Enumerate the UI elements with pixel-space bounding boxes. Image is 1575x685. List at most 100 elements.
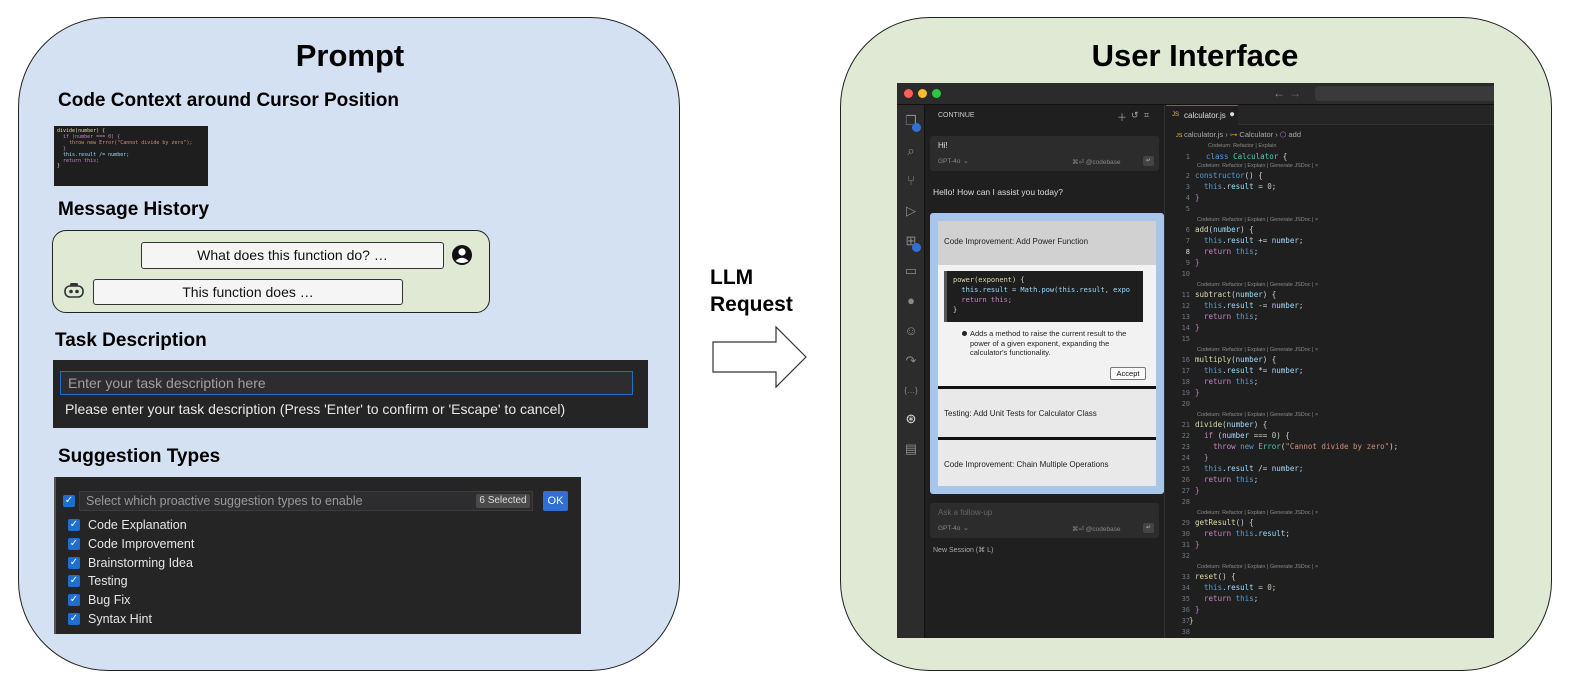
breadcrumb-item[interactable]: Calculator — [1239, 130, 1274, 139]
ok-button[interactable]: OK — [543, 491, 568, 511]
line-number: 22 — [1181, 432, 1190, 440]
editor-tab[interactable]: JS calculator.js ● — [1166, 105, 1238, 125]
divider — [938, 386, 1156, 389]
code-line: this.result *= number; — [1204, 366, 1304, 375]
chat-header: CONTINUE — [938, 112, 975, 119]
continue-icon[interactable]: ⊛ — [905, 411, 917, 426]
share-icon[interactable]: ↷ — [905, 353, 917, 368]
new-session-link[interactable]: New Session (⌘ L) — [933, 547, 994, 554]
code-line: } — [1195, 258, 1200, 267]
tab-label: calculator.js — [1184, 111, 1226, 120]
breadcrumb-item[interactable]: add — [1288, 130, 1301, 139]
source-control-icon[interactable]: ⑂ — [907, 173, 915, 188]
extensions-icon[interactable]: ⊞ — [905, 233, 917, 248]
remote-explorer-icon[interactable]: ▭ — [904, 263, 918, 278]
line-number: 38 — [1181, 628, 1190, 636]
line-number: 13 — [1181, 313, 1190, 321]
suggestion-types-box: ✓ Select which proactive suggestion type… — [54, 477, 581, 634]
line-number: 14 — [1181, 324, 1190, 332]
llm-request-label: LLM Request — [710, 266, 793, 316]
notification-badge — [912, 243, 921, 252]
prompt-title: Prompt — [295, 38, 405, 73]
task-description-input[interactable]: Enter your task description here — [60, 371, 633, 395]
code-line: this.result /= number; — [1204, 464, 1304, 473]
line-number: 15 — [1181, 335, 1190, 343]
accept-button[interactable]: Accept — [1110, 367, 1146, 380]
run-debug-icon[interactable]: ▷ — [906, 203, 916, 218]
suggestion-title: Code Improvement: Add Power Function — [944, 237, 1089, 246]
code-line: this.result = Math.pow(this.result, expo — [953, 286, 1131, 294]
codebase-hint: ⌘⏎ @codebase — [1072, 159, 1121, 166]
js-file-icon: JS — [1176, 133, 1184, 139]
option-checkbox[interactable]: ✓ — [68, 557, 80, 569]
line-number: 4 — [1185, 194, 1190, 202]
line-number: 11 — [1181, 291, 1190, 299]
codelens[interactable]: Codeium: Refactor | Explain | Generate J… — [1197, 510, 1319, 516]
code-line: throw new Error("Cannot divide by zero")… — [57, 139, 193, 146]
option-checkbox[interactable]: ✓ — [68, 575, 80, 587]
code-line: return this; — [1204, 594, 1259, 603]
forward-arrow-icon[interactable]: → — [1289, 86, 1301, 100]
codelens[interactable]: Codeium: Refactor | Explain | Generate J… — [1197, 217, 1319, 223]
proactive-suggestions-panel: Code Improvement: Add Power Function pow… — [930, 213, 1164, 494]
line-number: 2 — [1185, 172, 1190, 180]
history-icon[interactable]: ↺ — [1131, 110, 1139, 120]
line-number: 24 — [1181, 454, 1190, 462]
option-checkbox[interactable]: ✓ — [68, 538, 80, 550]
suggestion-card-header[interactable]: Testing: Add Unit Tests for Calculator C… — [938, 389, 1156, 437]
chevron-down-icon[interactable]: ⌄ — [963, 158, 969, 165]
close-window-button[interactable] — [904, 89, 913, 98]
line-number: 9 — [1185, 259, 1190, 267]
code-line: this.result /= number; — [57, 151, 130, 158]
user-avatar-icon — [452, 245, 472, 265]
suggestion-description: Adds a method to raise the current resul… — [970, 329, 1127, 357]
chevron-down-icon[interactable]: ⌄ — [963, 525, 969, 532]
code-context-heading: Code Context around Cursor Position — [58, 90, 399, 111]
code-line: return this.result; — [1204, 529, 1290, 538]
copilot-icon[interactable]: ☺ — [904, 323, 918, 338]
model-selector[interactable]: GPT-4o — [938, 525, 961, 532]
github-icon[interactable]: ● — [907, 293, 915, 308]
codelens[interactable]: Codeium: Refactor | Explain | Generate J… — [1197, 347, 1319, 353]
chat-icon[interactable]: ▤ — [904, 441, 918, 456]
codelens[interactable]: Codeium: Refactor | Explain | Generate J… — [1197, 412, 1319, 418]
code-line: } — [953, 306, 958, 314]
enter-icon[interactable]: ↵ — [1143, 523, 1154, 533]
codelens[interactable]: Codeium: Refactor | Explain — [1208, 143, 1277, 149]
command-center-search[interactable] — [1315, 86, 1494, 101]
new-chat-icon[interactable]: ＋ — [1117, 113, 1127, 124]
suggestion-types-heading: Suggestion Types — [58, 446, 221, 467]
option-checkbox[interactable]: ✓ — [68, 613, 80, 625]
search-icon[interactable]: ⌕ — [907, 143, 915, 158]
line-number: 37 — [1181, 617, 1190, 625]
chat-input-box[interactable]: Hi! GPT-4o ⌄ ⌘⏎ @codebase ↵ — [930, 136, 1159, 171]
codelens[interactable]: Codeium: Refactor | Explain | Generate J… — [1197, 564, 1319, 570]
option-checkbox[interactable]: ✓ — [68, 594, 80, 606]
suggestion-card-header[interactable]: Code Improvement: Chain Multiple Operati… — [938, 440, 1156, 486]
right-arrow-icon — [712, 325, 807, 389]
code-line: this.result = 0; — [1204, 583, 1277, 592]
code-line: } — [57, 145, 67, 152]
line-number: 25 — [1181, 465, 1190, 473]
breadcrumb-item[interactable]: calculator.js — [1183, 130, 1224, 139]
model-selector[interactable]: GPT-4o — [938, 158, 961, 165]
minimize-window-button[interactable] — [918, 89, 927, 98]
followup-input-box[interactable]: Ask a follow-up GPT-4o ⌄ ⌘⏎ @codebase ↵ — [930, 503, 1159, 538]
maximize-window-button[interactable] — [932, 89, 941, 98]
code-line: divide(number) { — [57, 128, 106, 134]
option-checkbox[interactable]: ✓ — [68, 519, 80, 531]
line-number: 28 — [1181, 498, 1190, 506]
enter-icon[interactable]: ↵ — [1143, 156, 1154, 166]
json-icon[interactable]: {…} — [904, 386, 918, 395]
suggestion-option: Syntax Hint — [88, 612, 152, 626]
back-arrow-icon[interactable]: ← — [1273, 86, 1285, 100]
suggestion-card-header[interactable]: Code Improvement: Add Power Function — [938, 221, 1156, 265]
suggestion-types-input[interactable]: Select which proactive suggestion types … — [79, 491, 533, 511]
fullscreen-icon[interactable]: ⌗ — [1144, 110, 1150, 120]
codelens[interactable]: Codeium: Refactor | Explain | Generate J… — [1197, 282, 1319, 288]
line-number: 32 — [1181, 552, 1190, 560]
select-all-checkbox[interactable]: ✓ — [63, 495, 75, 507]
explorer-icon[interactable]: ❐ — [905, 113, 917, 128]
code-line: if (number === 0) { — [1204, 431, 1290, 440]
codelens[interactable]: Codeium: Refactor | Explain | Generate J… — [1197, 163, 1319, 169]
